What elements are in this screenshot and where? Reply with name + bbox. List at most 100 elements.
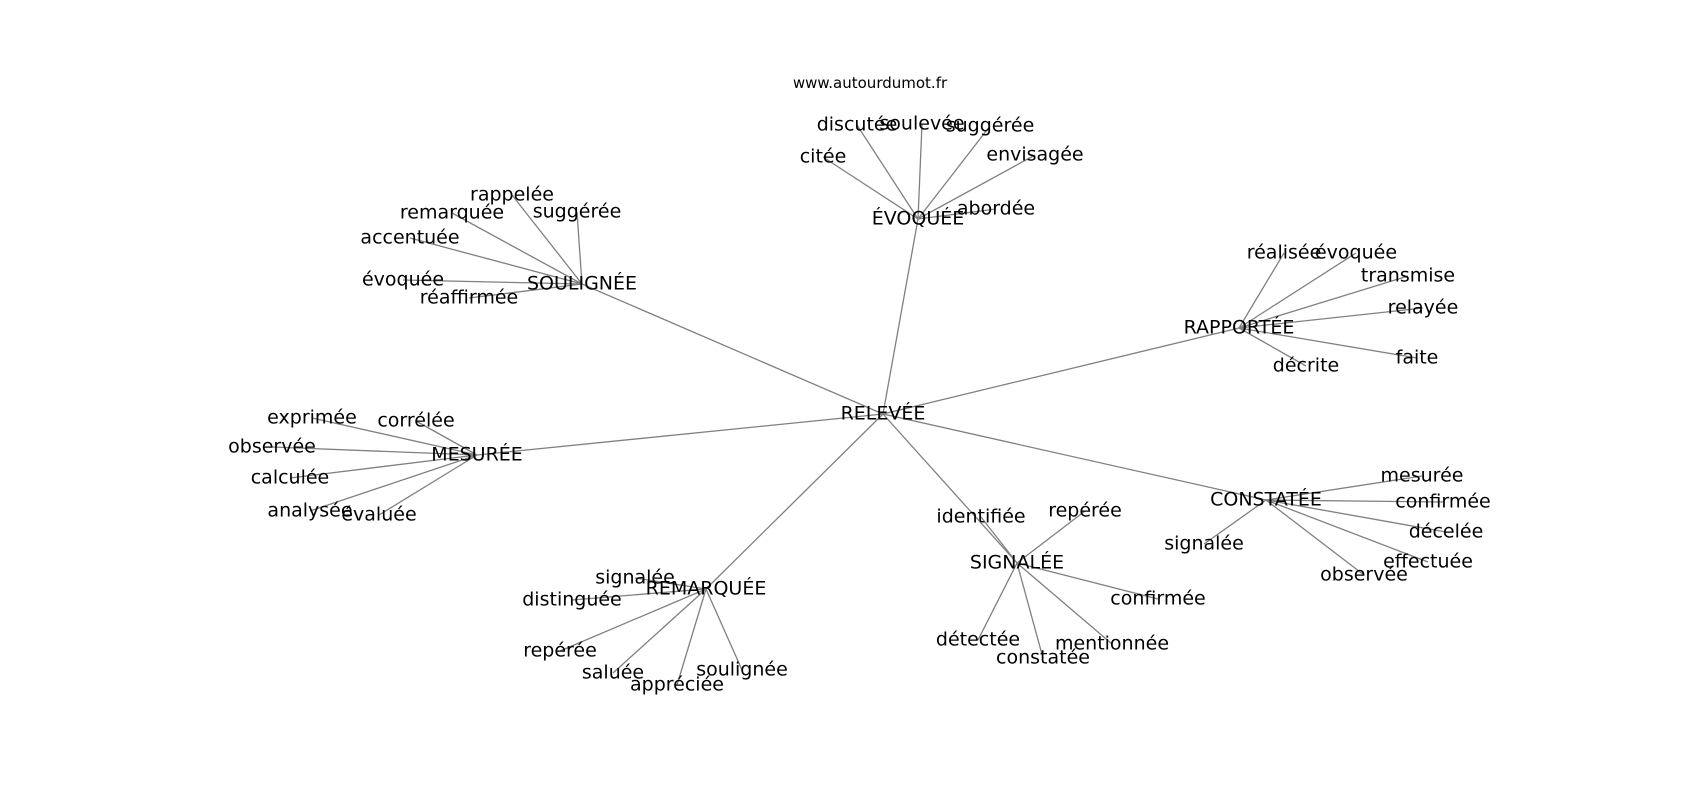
leaf-node: faite — [1396, 347, 1439, 369]
edge-hub-leaf — [378, 454, 478, 516]
edge-hub-leaf — [409, 237, 583, 285]
leaf-node: confirmée — [1110, 588, 1205, 610]
edge-hub-leaf — [856, 124, 919, 220]
leaf-node: rappelée — [470, 184, 554, 206]
leaf-node: détectée — [936, 629, 1020, 651]
edge-hub-leaf — [980, 516, 1018, 564]
edge-hub-leaf — [917, 125, 991, 220]
edge-center-hub — [882, 413, 1267, 501]
edge-hub-leaf — [1203, 499, 1267, 545]
graph-edges — [271, 123, 1447, 686]
leaf-node: repérée — [523, 640, 597, 662]
leaf-node: discutée — [817, 114, 898, 136]
edge-hub-leaf — [917, 123, 923, 220]
edge-hub-leaf — [576, 211, 583, 285]
leaf-node: soulevée — [879, 113, 964, 135]
leaf-node: mentionnée — [1055, 633, 1169, 655]
edge-hub-leaf — [917, 154, 1036, 220]
center-node: RELEVÉE — [841, 402, 926, 425]
leaf-node: calculée — [251, 467, 330, 489]
edge-hub-leaf — [289, 454, 478, 479]
leaf-node: exprimée — [267, 407, 357, 429]
leaf-node: réaffirmée — [420, 287, 518, 309]
leaf-node: suggérée — [946, 115, 1035, 137]
leaf-node: analysée — [267, 500, 352, 522]
edge-center-hub — [705, 413, 884, 590]
edge-hub-leaf — [311, 417, 478, 456]
leaf-node: abordée — [957, 198, 1035, 220]
edge-hub-leaf — [1265, 499, 1447, 533]
leaf-node: signalée — [595, 567, 675, 589]
edge-hub-leaf — [571, 588, 707, 601]
edge-hub-leaf — [705, 588, 743, 671]
edge-hub-leaf — [1265, 499, 1444, 503]
leaf-node: soulignée — [696, 659, 788, 681]
leaf-node: observée — [228, 436, 316, 458]
leaf-node: saluée — [582, 662, 644, 684]
hub-node: RAPPORTÉE — [1184, 316, 1295, 339]
edge-hub-leaf — [1265, 499, 1429, 563]
leaf-node: mesurée — [1381, 465, 1464, 487]
hub-node: ÉVOQUÉE — [872, 207, 965, 230]
edge-hub-leaf — [1238, 327, 1418, 359]
leaf-node: évoquée — [362, 269, 444, 291]
hub-node: MESURÉE — [431, 443, 523, 466]
edge-center-hub — [476, 413, 884, 456]
leaf-node: décelée — [1409, 521, 1484, 543]
leaf-node: transmise — [1361, 265, 1455, 287]
leaf-node: corrélée — [377, 410, 454, 432]
leaf-node: décrite — [1273, 355, 1339, 377]
leaf-node: observée — [1320, 564, 1408, 586]
edge-hub-leaf — [1238, 252, 1357, 329]
edge-hub-leaf — [415, 420, 478, 456]
leaf-node: appréciée — [630, 674, 724, 696]
hub-node: SIGNALÉE — [970, 551, 1064, 574]
leaf-node: signalée — [1164, 533, 1244, 555]
edge-hub-leaf — [309, 454, 478, 512]
leaf-node: citée — [800, 146, 847, 168]
edge-hub-leaf — [634, 577, 707, 590]
edge-center-hub — [581, 283, 884, 415]
leaf-node: remarquée — [400, 202, 504, 224]
edge-hub-leaf — [559, 588, 707, 652]
leaf-node: effectuée — [1383, 551, 1473, 573]
leaf-node: envisagée — [986, 144, 1083, 166]
edge-hub-leaf — [402, 279, 583, 285]
hub-node: REMARQUÉE — [646, 577, 767, 600]
edge-center-hub — [882, 327, 1240, 415]
edge-hub-leaf — [1238, 327, 1307, 367]
leaf-node: évaluée — [341, 504, 416, 526]
leaf-node: relayée — [1388, 297, 1459, 319]
edge-hub-leaf — [1238, 275, 1409, 329]
hub-node: SOULIGNÉE — [527, 272, 637, 295]
edge-hub-leaf — [822, 156, 919, 220]
edge-hub-leaf — [1265, 499, 1365, 576]
edge-hub-leaf — [1016, 510, 1086, 564]
edge-hub-leaf — [1016, 562, 1159, 600]
edge-hub-leaf — [612, 588, 707, 674]
edge-hub-leaf — [676, 588, 707, 686]
leaf-node: distinguée — [522, 589, 622, 611]
leaf-node: réalisée — [1247, 242, 1322, 264]
edge-center-hub — [882, 413, 1018, 564]
edge-hub-leaf — [1238, 252, 1285, 329]
leaf-node: repérée — [1048, 500, 1122, 522]
leaf-node: identifiée — [936, 506, 1025, 528]
edge-center-hub — [882, 218, 919, 415]
leaf-node: confirmée — [1395, 491, 1490, 513]
edge-hub-leaf — [1265, 475, 1423, 501]
graph-labels: RELEVÉEÉVOQUÉEdiscutéesoulevéesuggéréeen… — [228, 113, 1491, 696]
leaf-node: constatée — [996, 647, 1090, 669]
leaf-node: évoquée — [1315, 242, 1397, 264]
edge-hub-leaf — [468, 283, 583, 299]
edge-hub-leaf — [917, 208, 997, 220]
leaf-node: suggérée — [533, 201, 622, 223]
source-url: www.autourdumot.fr — [793, 74, 948, 92]
edge-hub-leaf — [1016, 562, 1113, 645]
edge-hub-leaf — [1016, 562, 1044, 659]
hub-node: CONSTATÉE — [1210, 488, 1322, 511]
edge-hub-leaf — [271, 446, 478, 456]
edge-hub-leaf — [511, 194, 583, 285]
edge-hub-leaf — [1238, 307, 1424, 329]
